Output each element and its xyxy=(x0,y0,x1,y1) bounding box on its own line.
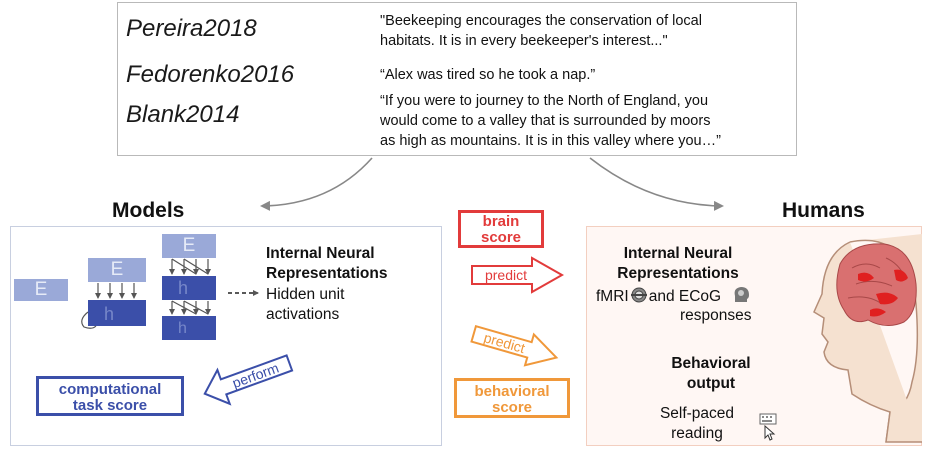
fmri-scanner-icon xyxy=(630,287,647,303)
dataset-text-fedorenko: “Alex was tired so he took a nap.” xyxy=(380,65,595,85)
human-representations-detail-line1: fMRI and ECoG xyxy=(596,286,751,307)
score-line: behavioral xyxy=(474,383,550,400)
detail-line: Self-paced xyxy=(659,405,735,422)
predict-behavior-arrow: predict xyxy=(470,324,559,367)
score-line: computational xyxy=(58,381,162,398)
human-head-icon xyxy=(813,234,922,443)
heading-line: Behavioral xyxy=(671,355,751,372)
text-line: would come to a valley that is surrounde… xyxy=(380,113,711,129)
perform-arrow: perform xyxy=(203,354,294,406)
heading-line: Representations xyxy=(617,265,739,282)
dataset-text-pereira: "Beekeeping encourages the conservation … xyxy=(380,11,702,51)
hidden-block-middle: h xyxy=(88,300,146,326)
ecog-head-icon xyxy=(735,287,750,302)
embedding-block-middle: E xyxy=(88,258,146,282)
hidden-block-right-1: h xyxy=(162,276,216,300)
fmri-label: fMRI xyxy=(596,288,629,305)
arrow-to-humans xyxy=(589,157,724,211)
heading-line: Internal Neural xyxy=(623,245,733,262)
predict-brain-arrow: predict xyxy=(471,256,565,294)
stimuli-box: Pereira2018 "Beekeeping encourages the c… xyxy=(117,2,797,156)
model-representations-heading: Internal Neural Representations xyxy=(266,244,387,284)
predict-behavior-label: predict xyxy=(482,329,527,356)
humans-title: Humans xyxy=(782,199,865,222)
brain-activation-icon xyxy=(836,243,917,326)
model-representations-detail: Hidden unit activations xyxy=(266,285,344,325)
computational-task-score-box: computational task score xyxy=(36,376,184,416)
detail-line: reading xyxy=(671,425,723,442)
text-line: "Beekeeping encourages the conservation … xyxy=(380,13,702,29)
score-line: task score xyxy=(72,397,148,414)
heading-line: Internal Neural xyxy=(266,245,375,262)
score-line: score xyxy=(491,399,533,416)
human-representations-detail-line2: responses xyxy=(680,307,752,324)
behavioral-score-box: behavioral score xyxy=(454,378,570,418)
detail-line: activations xyxy=(266,306,340,323)
text-line: habitats. It is in every beekeeper's int… xyxy=(380,33,668,49)
hidden-block-right-2: h xyxy=(162,316,216,340)
embedding-block-left: E xyxy=(14,279,68,301)
behavioral-output-detail: Self-paced reading xyxy=(642,404,752,444)
text-line: as high as mountains. It is in this vall… xyxy=(380,133,721,149)
predict-brain-label: predict xyxy=(485,267,527,283)
dataset-name-pereira: Pereira2018 xyxy=(126,15,257,42)
heading-line: output xyxy=(686,375,736,392)
text-line: “Alex was tired so he took a nap.” xyxy=(380,67,596,83)
human-representations-heading: Internal Neural Representations xyxy=(598,244,758,284)
models-title: Models xyxy=(112,199,185,222)
detail-line: Hidden unit xyxy=(266,286,345,303)
perform-label: perform xyxy=(230,359,281,391)
behavioral-output-heading: Behavioral output xyxy=(656,354,766,394)
brain-score-box: brain score xyxy=(458,210,544,248)
dataset-name-blank: Blank2014 xyxy=(126,101,240,128)
score-line: brain xyxy=(482,213,520,230)
score-line: score xyxy=(480,229,522,246)
heading-line: Representations xyxy=(266,265,388,282)
text-line: “If you were to journey to the North of … xyxy=(380,93,709,109)
arrow-to-models xyxy=(260,157,373,211)
embedding-block-right: E xyxy=(162,234,216,258)
dataset-text-blank: “If you were to journey to the North of … xyxy=(380,91,721,151)
dataset-name-fedorenko: Fedorenko2016 xyxy=(126,61,295,88)
ecog-label: and ECoG xyxy=(648,288,722,305)
keyboard-pointer-icon xyxy=(759,413,777,441)
